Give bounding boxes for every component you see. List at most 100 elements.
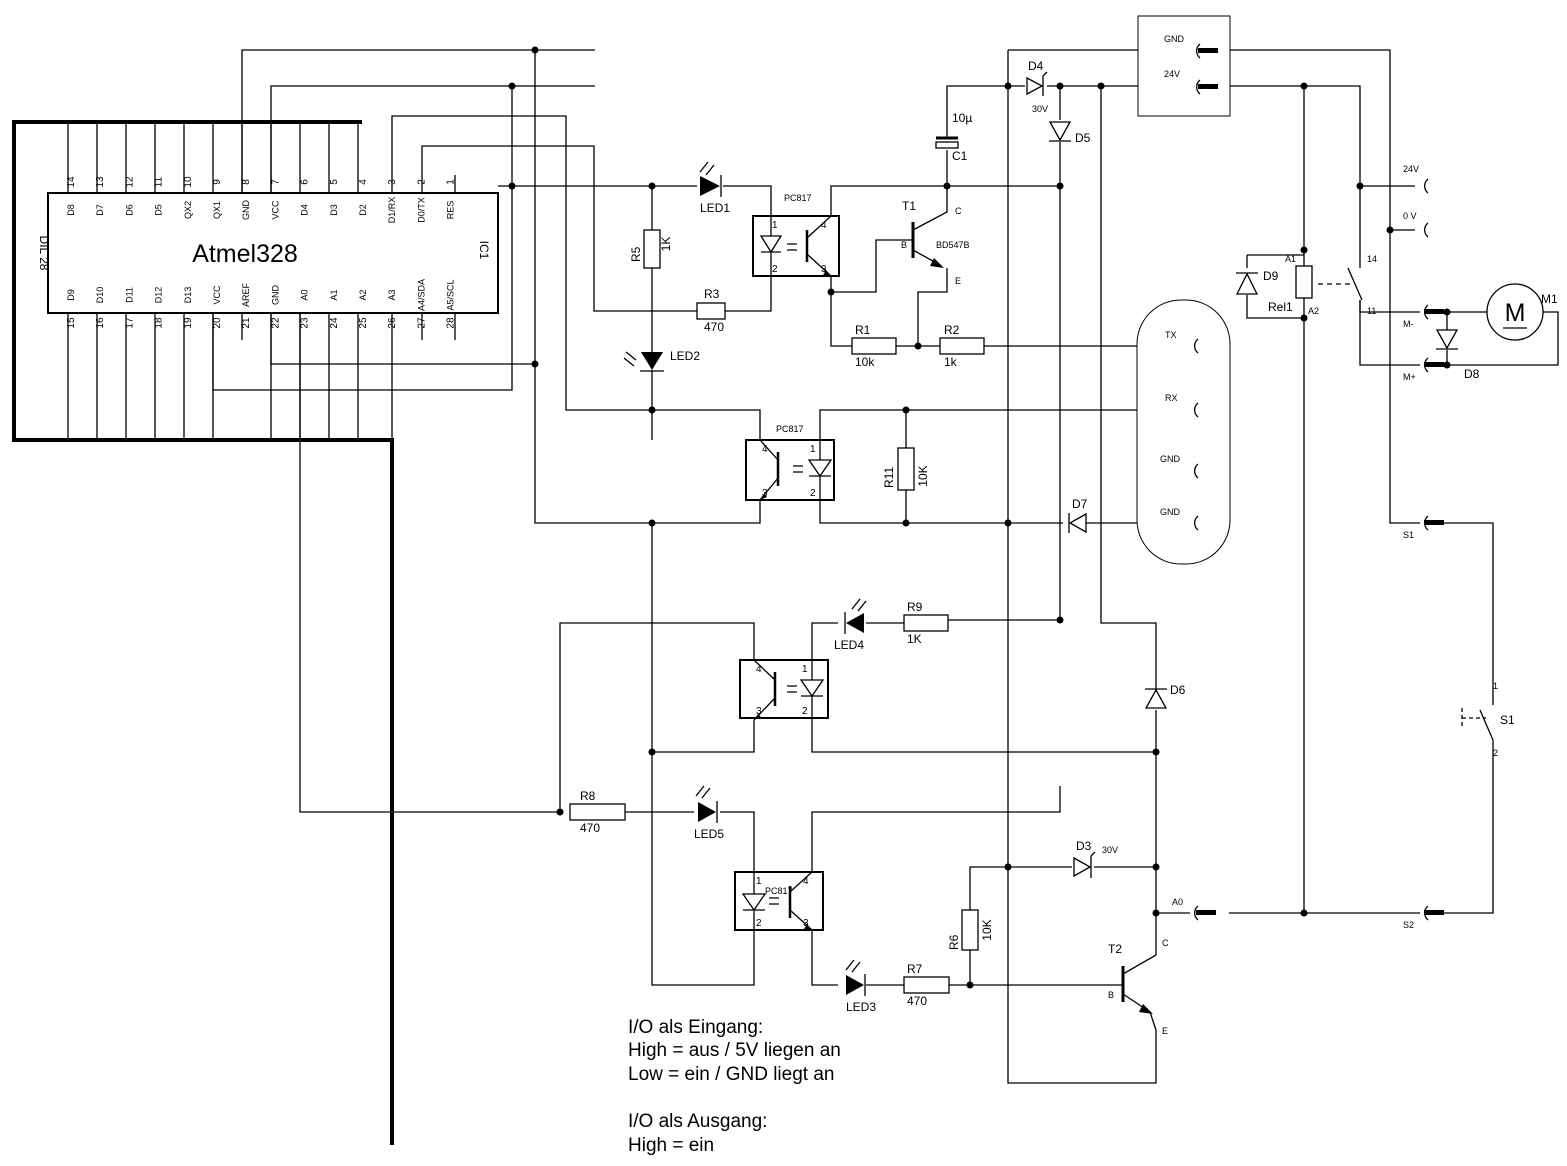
svg-text:1: 1 (772, 220, 778, 231)
ic-name: Atmel328 (192, 240, 298, 268)
svg-text:0 V: 0 V (1403, 211, 1417, 221)
optocoupler-1: PC817 1 2 3 4 (752, 193, 840, 277)
ic-pin-name: QX2 (183, 201, 193, 219)
resistor-r5: R5 1K (629, 229, 673, 269)
note-line-1: I/O als Eingang: (628, 1017, 763, 1038)
ic-pin-number: 18 (154, 317, 165, 329)
ic-pin-number: 17 (124, 317, 135, 329)
led2: LED2 (623, 349, 700, 372)
svg-text:1k: 1k (944, 355, 958, 369)
ic-ref: IC1 (477, 241, 491, 260)
svg-text:2: 2 (810, 488, 816, 499)
svg-text:A2: A2 (1308, 306, 1319, 316)
ic-bottom-pins: 15D916D1017D1118D1219D1320VCC21AREF22GND… (66, 279, 457, 329)
transistor-t2: T2 B C E (1108, 938, 1169, 1036)
diode-d7: D7 (1068, 497, 1088, 534)
wiring (212, 49, 1559, 1084)
motor-connector: M- M+ (1403, 304, 1444, 382)
svg-text:B: B (901, 240, 907, 250)
diode-d8: D8 (1435, 329, 1480, 381)
svg-text:D7: D7 (1072, 497, 1088, 511)
svg-text:24V: 24V (1164, 69, 1180, 79)
svg-text:4: 4 (803, 876, 809, 887)
svg-text:A0: A0 (1172, 897, 1183, 907)
ic-top-pins: 14D813D712D611D510QX29QX18GND7VCC6D45D34… (66, 176, 457, 223)
capacitor-c1: 10µ C1 (935, 111, 972, 163)
svg-text:470: 470 (580, 821, 600, 835)
svg-text:R3: R3 (704, 287, 720, 301)
ic-pin-name: D11 (124, 287, 134, 303)
svg-text:E: E (955, 276, 961, 286)
svg-text:E: E (1162, 1026, 1168, 1036)
svg-text:2: 2 (772, 264, 778, 275)
ic-pin-name: D0/TX (416, 197, 426, 223)
note-line-3: Low = ein / GND liegt an (628, 1064, 834, 1085)
resistor-r7: R7 470 (903, 962, 950, 1008)
svg-text:LED1: LED1 (700, 201, 730, 215)
ic-pin-number: 12 (124, 176, 135, 188)
resistor-r3: R3 470 (696, 287, 726, 334)
svg-text:TX: TX (1165, 330, 1177, 340)
ic-pin-number: 23 (300, 317, 311, 329)
svg-text:1K: 1K (907, 632, 922, 646)
ic-pin-name: RES (446, 201, 456, 220)
svg-text:2: 2 (756, 918, 762, 929)
svg-text:S2: S2 (1403, 920, 1414, 930)
ic-pin-number: 8 (241, 179, 252, 185)
svg-text:24V: 24V (1403, 164, 1419, 174)
switch-connector: S1 S2 (1403, 515, 1444, 930)
ic-body (47, 192, 499, 314)
svg-text:R8: R8 (580, 789, 596, 803)
ic-pin-number: 14 (66, 176, 77, 188)
svg-text:30V: 30V (1032, 104, 1048, 114)
ic-atmel328: Atmel328 IC1 DIL 28 14D813D712D611D510QX… (37, 122, 499, 440)
svg-text:10K: 10K (916, 465, 930, 486)
note-line-5: High = ein (628, 1135, 714, 1156)
svg-text:4: 4 (821, 220, 827, 231)
led4: LED4 (834, 598, 867, 652)
svg-text:4: 4 (762, 444, 768, 455)
svg-text:LED5: LED5 (694, 827, 724, 841)
ic-package: DIL 28 (37, 236, 51, 271)
resistor-r1: R1 10k (851, 323, 897, 369)
diode-d6: D6 (1144, 683, 1186, 709)
svg-text:1: 1 (1493, 681, 1498, 691)
svg-text:14: 14 (1367, 254, 1377, 264)
resistor-r6: R6 10K (947, 909, 994, 951)
serial-connector: TX RX GND GND (1136, 299, 1231, 565)
ic-pin-number: 6 (300, 179, 311, 185)
optocoupler-3: 4 3 1 2 (739, 659, 829, 721)
ic-pin-name: A5/SCL (446, 279, 456, 310)
svg-text:LED3: LED3 (846, 1000, 876, 1014)
svg-text:D4: D4 (1028, 59, 1044, 73)
ic-pin-number: 4 (358, 179, 369, 185)
diode-d9: D9 (1235, 269, 1279, 295)
ic-pin-name: QX1 (212, 201, 222, 219)
svg-text:M+: M+ (1403, 372, 1416, 382)
svg-text:LED2: LED2 (670, 349, 700, 363)
svg-text:RX: RX (1165, 393, 1178, 403)
ic-pin-number: 22 (270, 317, 281, 329)
svg-text:D3: D3 (1076, 839, 1092, 853)
board-outline (12, 120, 394, 1145)
svg-text:D8: D8 (1464, 367, 1480, 381)
ic-pin-number: 1 (446, 179, 457, 185)
svg-text:3: 3 (756, 706, 762, 717)
svg-text:BD547B: BD547B (936, 240, 970, 250)
ic-pin-number: 21 (241, 317, 252, 329)
svg-text:R5: R5 (629, 246, 643, 262)
svg-text:2: 2 (1493, 748, 1498, 758)
svg-text:11: 11 (1367, 306, 1376, 316)
note-line-2: High = aus / 5V liegen an (628, 1040, 841, 1061)
ic-pin-number: 3 (387, 179, 398, 185)
svg-text:D6: D6 (1170, 683, 1186, 697)
svg-text:PC817: PC817 (776, 424, 804, 434)
ic-pin-number: 26 (387, 317, 398, 329)
power-in-connector: GND 24V (1137, 15, 1231, 117)
svg-text:C1: C1 (952, 149, 968, 163)
ic-pin-number: 24 (329, 317, 340, 329)
svg-text:B: B (1108, 990, 1114, 1000)
ic-pin-name: D9 (66, 289, 76, 301)
ic-pin-number: 16 (95, 317, 106, 329)
